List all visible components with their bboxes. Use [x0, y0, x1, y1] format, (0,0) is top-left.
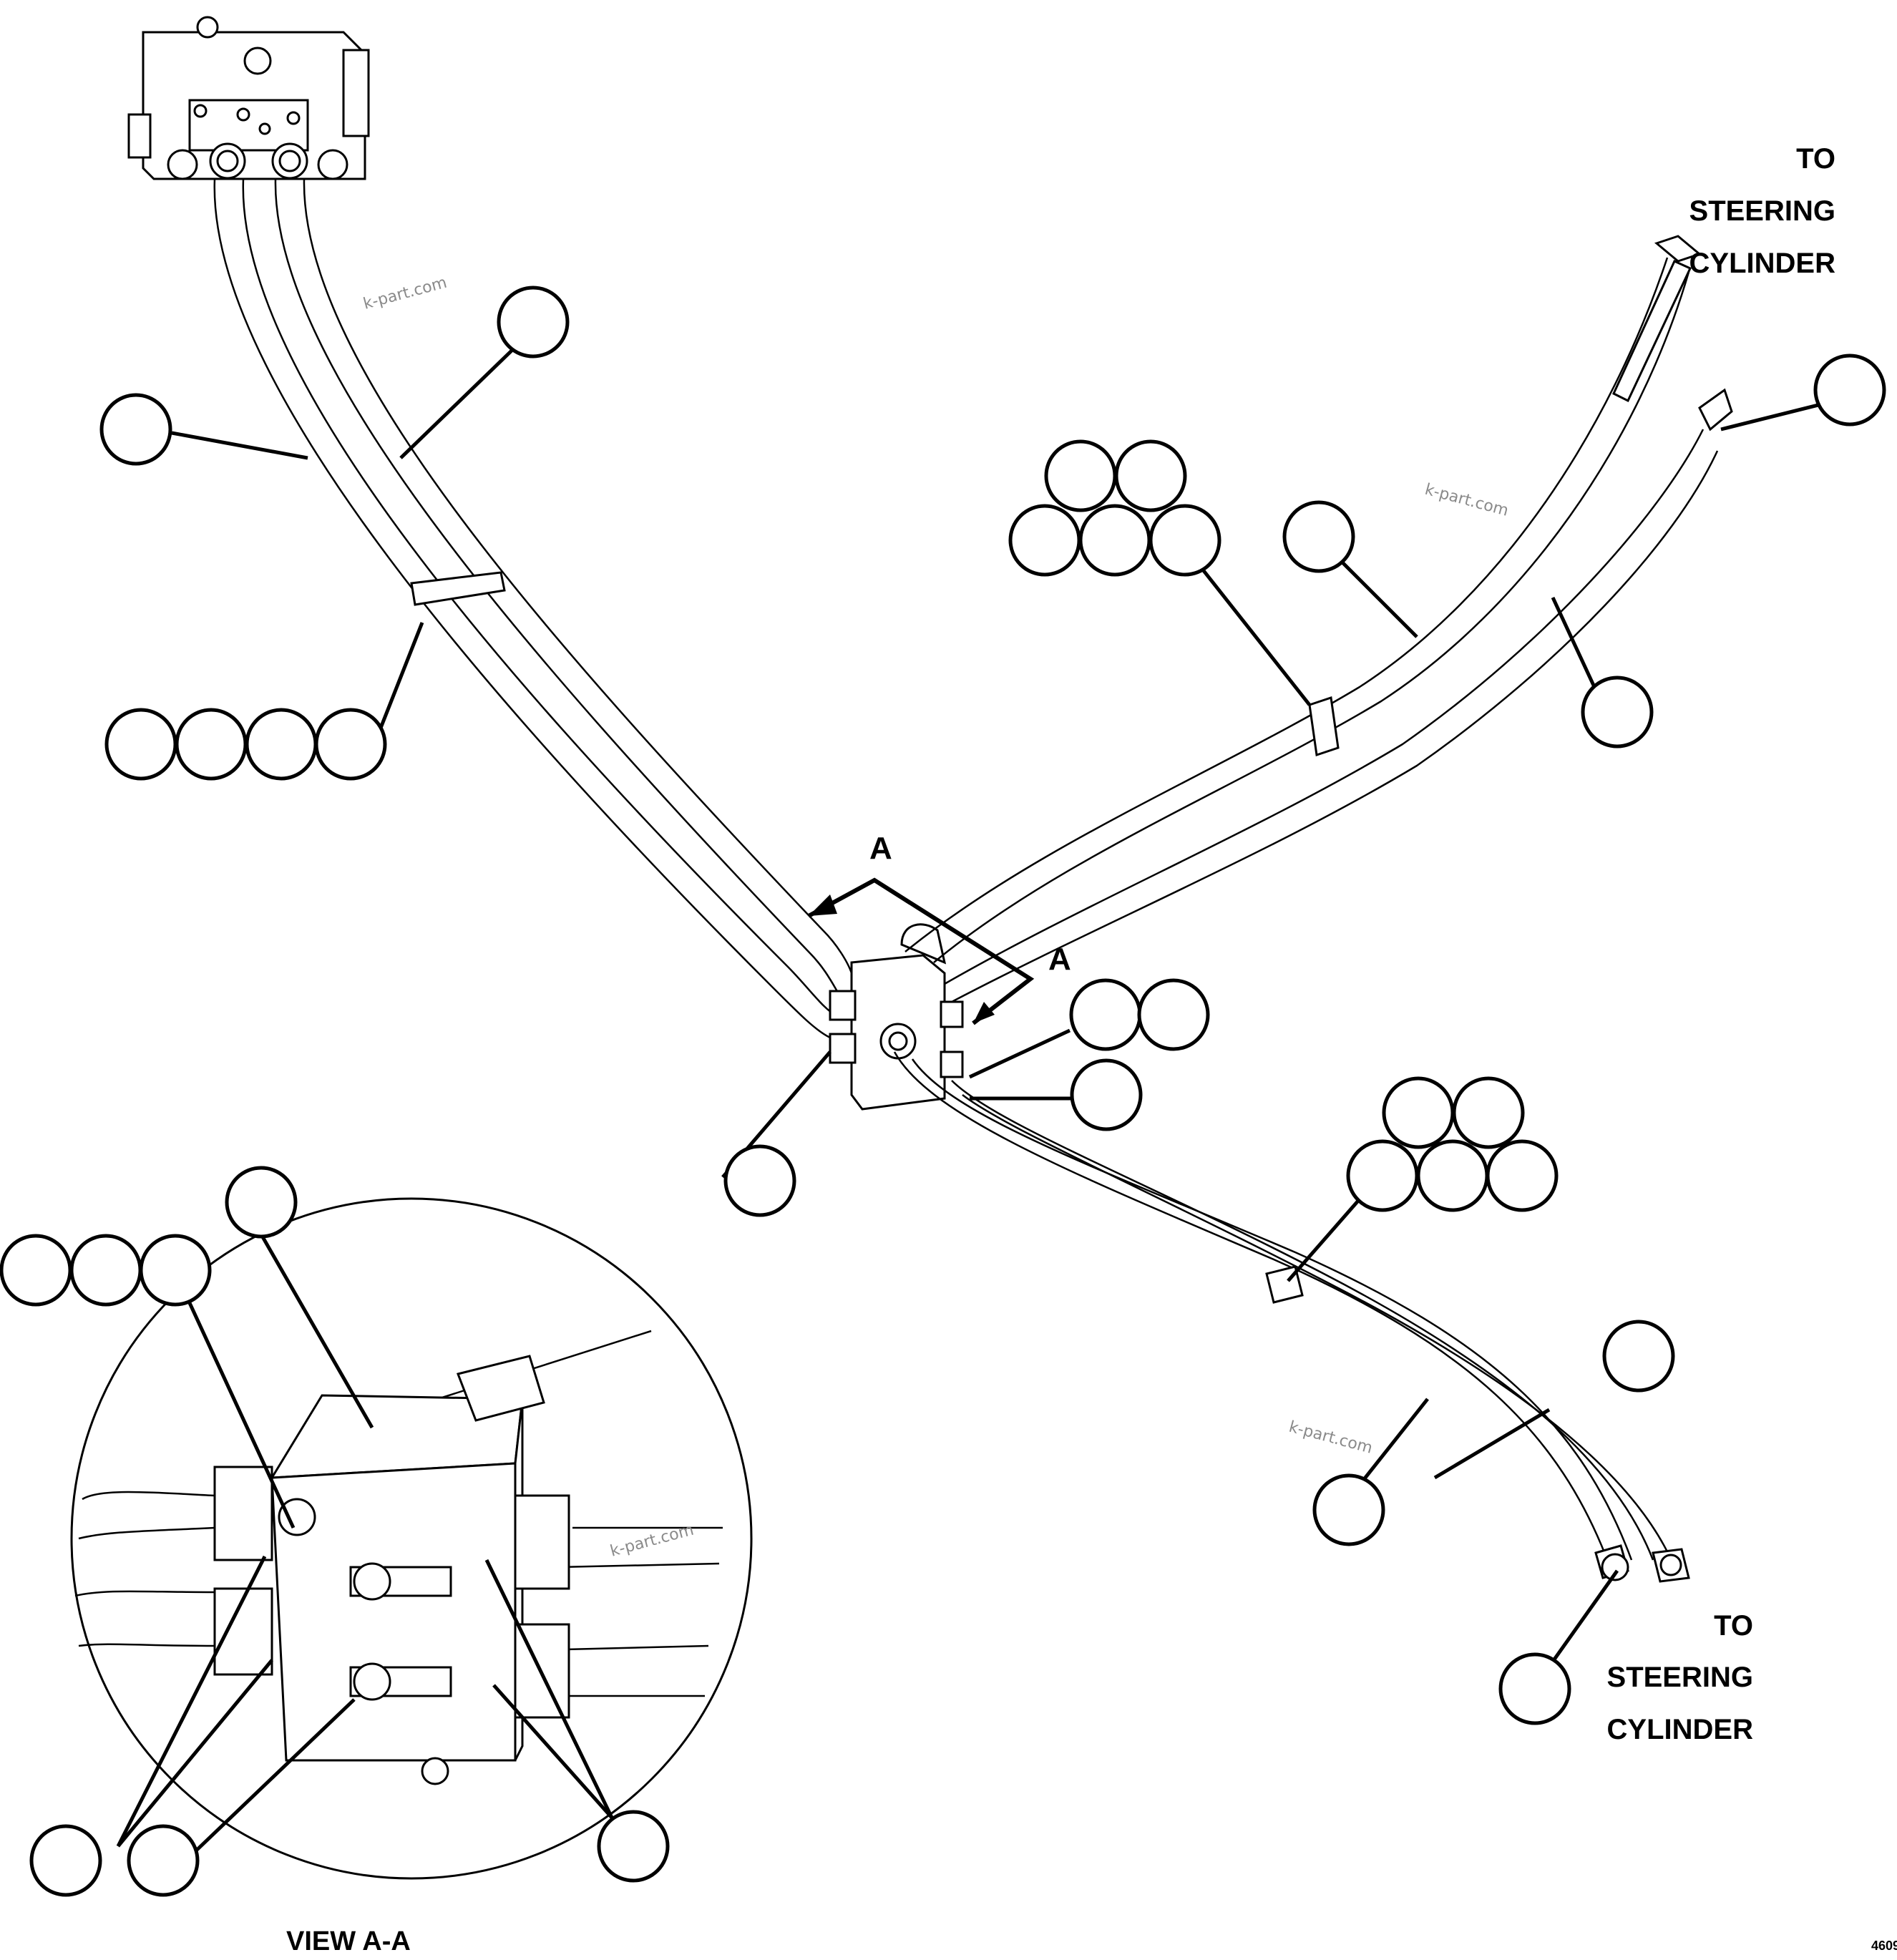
callout-circles: [0, 286, 1886, 1897]
callout-bubble: [175, 708, 248, 781]
to-steering-bottom-line3: CYLINDER: [1607, 1714, 1754, 1745]
watermark: k-part.com: [1287, 1418, 1374, 1458]
callout-bubble: [127, 1824, 200, 1897]
callout-bubble: [1070, 1058, 1143, 1131]
to-steering-bottom-line1: TO: [1714, 1610, 1753, 1642]
callout-bubble: [1581, 676, 1654, 749]
callout-bubble: [1312, 1473, 1385, 1546]
steering-valve: [127, 16, 370, 180]
to-steering-top-line3: CYLINDER: [1689, 248, 1836, 279]
view-a-a-detail: [70, 1197, 753, 1880]
callout-bubble: [139, 1234, 212, 1307]
watermark: k-part.com: [1423, 481, 1510, 520]
callout-bubble: [1602, 1320, 1675, 1393]
callout-bubble: [1416, 1139, 1489, 1212]
callout-bubble: [1452, 1076, 1525, 1149]
view-a-a-label: VIEW A-A: [286, 1926, 411, 1956]
callout-bubble: [1382, 1076, 1455, 1149]
callout-bubble: [1282, 500, 1355, 573]
callout-bubble: [1813, 354, 1886, 426]
to-steering-top-line1: TO: [1796, 143, 1835, 175]
callout-bubble: [99, 393, 172, 466]
callout-bubble: [1486, 1139, 1559, 1212]
section-label-a-top: A: [869, 831, 892, 866]
callout-bubble: [0, 1234, 72, 1307]
to-steering-bottom-line2: STEERING: [1607, 1662, 1753, 1693]
callout-bubble: [245, 708, 318, 781]
callout-bubble: [1114, 439, 1187, 512]
lower-steering-hoses: [893, 1051, 1690, 1583]
callout-bubble: [1008, 504, 1081, 577]
callout-bubble: [1069, 978, 1142, 1051]
callout-bubble: [104, 708, 177, 781]
callout-bubble: [1137, 978, 1210, 1051]
drawing-number: 46090: [1871, 1939, 1897, 1953]
callout-bubble: [1078, 504, 1151, 577]
upper-steering-hoses: [904, 235, 1733, 1003]
callout-bubble: [314, 708, 387, 781]
to-steering-top-line2: STEERING: [1689, 195, 1835, 227]
manifold-block: [829, 923, 964, 1111]
callout-bubble: [1149, 504, 1221, 577]
callout-bubble: [723, 1144, 796, 1217]
callout-bubble: [497, 286, 570, 359]
section-arrows: A A: [807, 831, 1071, 1025]
callout-bubble: [69, 1234, 142, 1307]
callout-bubble: [1346, 1139, 1419, 1212]
watermark: k-part.com: [361, 274, 449, 313]
callout-bubble: [225, 1166, 298, 1239]
valve-to-manifold-hoses: [213, 178, 853, 1039]
section-label-a-right: A: [1048, 942, 1071, 977]
callout-bubble: [597, 1810, 670, 1883]
callout-bubble: [1498, 1652, 1571, 1725]
callout-bubble: [1044, 439, 1117, 512]
callout-bubble: [29, 1824, 102, 1897]
